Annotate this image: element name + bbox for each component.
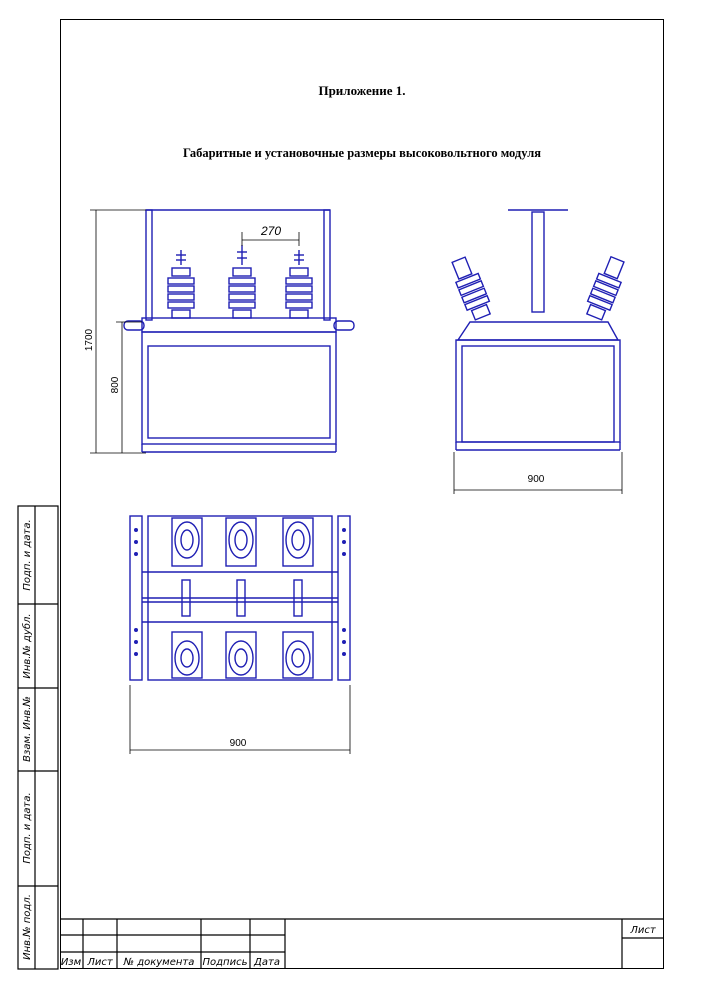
bushing-inclined-right <box>585 255 625 321</box>
drawing-subtitle: Габаритные и установочные размеры высоко… <box>183 146 541 160</box>
side-label-4: Подп. и дата. <box>22 792 33 863</box>
bushing-left <box>167 250 195 319</box>
terminal-lower-2 <box>225 631 257 679</box>
side-label-1: Подп. и дата. <box>22 519 33 590</box>
col-date: Дата <box>253 957 280 968</box>
front-view-drawing: 1700 800 270 <box>84 209 355 454</box>
terminal-lower-3 <box>282 631 314 679</box>
bushing-middle <box>228 245 256 319</box>
side-view-drawing: 900 <box>451 209 625 494</box>
side-label-5: Инв.№ подл. <box>22 894 33 960</box>
side-strip: Подп. и дата. Инв.№ дубл. Взам. Инв.№ По… <box>17 505 59 970</box>
dim-top-width: 900 <box>230 738 247 749</box>
top-view-drawing: 900 <box>129 515 351 754</box>
terminal-upper-1 <box>171 517 203 567</box>
terminal-lower-1 <box>171 631 203 679</box>
col-izm: Изм <box>61 957 82 968</box>
terminal-upper-2 <box>225 517 257 567</box>
dim-side-width: 900 <box>528 474 545 485</box>
side-label-2: Инв.№ дубл. <box>21 613 33 678</box>
bushing-right <box>285 250 313 319</box>
side-label-3: Взам. Инв.№ <box>22 696 33 762</box>
appendix-title: Приложение 1. <box>318 83 406 98</box>
dim-spacing: 270 <box>260 224 281 238</box>
sheet-label: Лист <box>629 925 657 936</box>
title-block: Изм Лист № документа Подпись Дата Лист <box>60 918 664 969</box>
terminal-upper-3 <box>282 517 314 567</box>
bushing-inclined-left <box>451 256 492 321</box>
dim-height-lower: 800 <box>110 376 121 393</box>
dim-height-total: 1700 <box>84 328 95 351</box>
col-document: № документа <box>123 957 195 968</box>
col-signature: Подпись <box>203 957 248 968</box>
col-list: Лист <box>86 957 114 968</box>
page-frame <box>60 19 664 969</box>
